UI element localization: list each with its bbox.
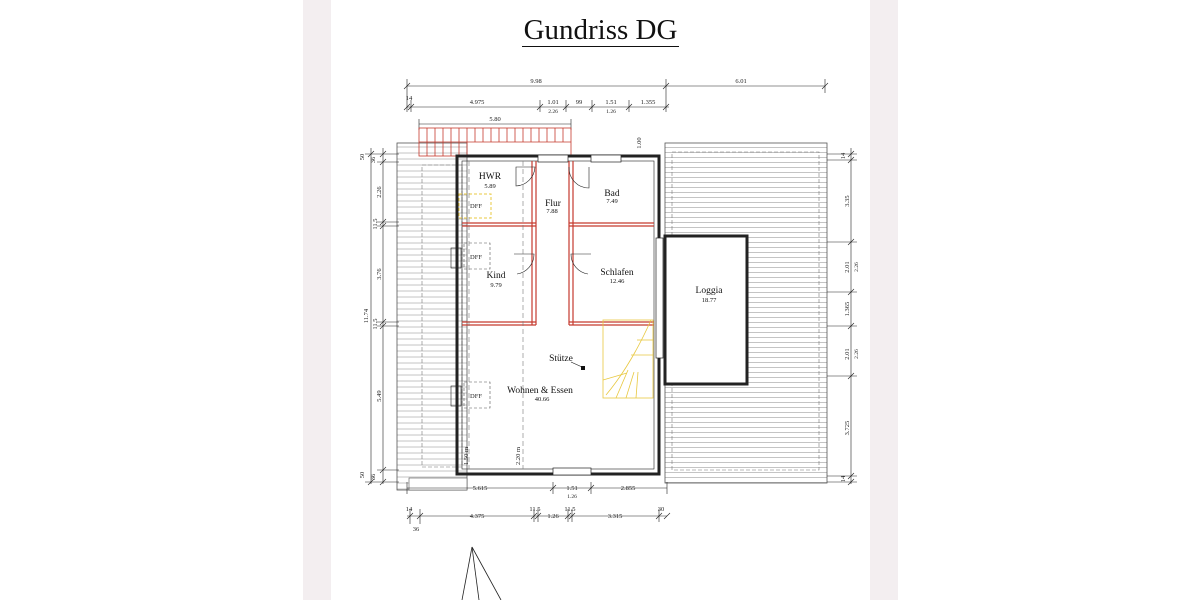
dim-left-e: 3.76 bbox=[376, 268, 383, 280]
dim-bottom-f: 1.26 bbox=[547, 513, 559, 520]
dim-bottom-c: 2.855 bbox=[621, 485, 636, 492]
spiral-stair bbox=[602, 319, 654, 399]
dim-top-d: 1.51 bbox=[605, 99, 616, 106]
floor-plan-drawing: 9.98 6.01 14 4.975 1.01 2.26 99 1.51 1.2… bbox=[359, 78, 860, 600]
interior-walls bbox=[462, 161, 654, 326]
room-schlafen-area: 12.46 bbox=[610, 278, 625, 285]
room-kind-area: 9.79 bbox=[490, 282, 501, 289]
column-leader bbox=[570, 361, 583, 368]
right-dimensions bbox=[827, 148, 857, 486]
dim-bottom-e: 11.5 bbox=[529, 506, 540, 513]
dim-top-a: 4.975 bbox=[470, 99, 485, 106]
column-label: Stütze bbox=[549, 354, 573, 364]
roof-left bbox=[396, 142, 468, 491]
dim-right-b: 3.35 bbox=[844, 195, 851, 206]
dim-top-e: 1.355 bbox=[641, 99, 656, 106]
dim-left-g: 11.74 bbox=[363, 308, 370, 323]
dim-left-j: 36 bbox=[370, 473, 377, 480]
dff-label-1: DFF bbox=[470, 203, 482, 210]
dim-top-stair: 5.80 bbox=[489, 116, 500, 123]
room-hwr-area: 5.89 bbox=[484, 183, 495, 190]
dim-right-a: 14 bbox=[840, 152, 847, 159]
window-flur-top bbox=[537, 154, 569, 163]
room-hwr-name: HWR bbox=[479, 172, 502, 182]
dim-right-g: 14 bbox=[840, 475, 847, 482]
dim-top-14: 14 bbox=[406, 95, 413, 102]
dim-left-i: 50 bbox=[359, 472, 366, 479]
left-dimensions bbox=[365, 148, 399, 486]
bottom-dimensions bbox=[406, 482, 671, 524]
room-bad-area: 7.49 bbox=[606, 198, 617, 205]
dff-window-wohnen bbox=[463, 381, 491, 409]
dim-top-total-right: 6.01 bbox=[735, 78, 746, 85]
loggia-wall bbox=[663, 234, 749, 386]
floor-plan-sheet: Gundriss DG bbox=[331, 0, 870, 600]
dim-left-b: 36 bbox=[370, 156, 377, 163]
dff-label-3: DFF bbox=[470, 393, 482, 400]
top-dimensions bbox=[403, 79, 829, 130]
dim-right-c: 2.01 bbox=[844, 261, 851, 272]
dormer-kind bbox=[450, 247, 462, 269]
dim-right-d: 1.365 bbox=[844, 302, 851, 317]
dim-bottom-b-sub: 1.26 bbox=[567, 494, 577, 500]
window-wohnen-bottom bbox=[552, 467, 592, 476]
dim-right-e: 2.01 bbox=[844, 348, 851, 359]
room-loggia-area: 18.77 bbox=[702, 297, 717, 304]
dim-left-a: 50 bbox=[359, 154, 366, 161]
north-arrow bbox=[461, 546, 502, 600]
door-swings bbox=[514, 166, 591, 275]
dff-window-hwr bbox=[458, 193, 492, 219]
dim-left-d: 11.5 bbox=[372, 218, 379, 229]
room-loggia-name: Loggia bbox=[696, 286, 724, 296]
dormer-wohnen bbox=[450, 385, 462, 407]
room-wohnen-name: Wohnen & Essen bbox=[507, 386, 573, 396]
dim-bottom-i: 30 bbox=[658, 506, 665, 513]
left-blank-area bbox=[0, 0, 303, 600]
plan-title-text: Gundriss DG bbox=[521, 14, 680, 47]
door-loggia bbox=[655, 237, 664, 359]
dim-left-f: 11.5 bbox=[372, 318, 379, 329]
dim-top-b-sub: 2.26 bbox=[548, 109, 558, 115]
dim-top-d-sub: 1.26 bbox=[606, 109, 616, 115]
left-page-margin bbox=[303, 0, 331, 600]
right-page-margin bbox=[870, 0, 898, 600]
room-schlafen-name: Schlafen bbox=[600, 267, 633, 278]
column-marker bbox=[581, 366, 585, 370]
dim-bottom-g: 11.5 bbox=[564, 506, 575, 513]
window-bad-top bbox=[590, 154, 622, 163]
room-wohnen-area: 40.66 bbox=[535, 396, 550, 403]
plan-title: Gundriss DG bbox=[331, 14, 870, 47]
dim-bottom-14: 14 bbox=[406, 506, 413, 513]
roof-left-gutter bbox=[408, 477, 468, 491]
dim-right-e-sub: 2.26 bbox=[854, 349, 860, 359]
dim-bottom-b: 1.51 bbox=[566, 485, 577, 492]
dim-top-b: 1.01 bbox=[547, 99, 558, 106]
dim-right-c-sub: 2.26 bbox=[854, 262, 860, 272]
dim-bottom-d: 4.375 bbox=[470, 513, 485, 520]
dim-bottom-h: 3.315 bbox=[608, 513, 623, 520]
dim-bottom-j: 36 bbox=[413, 526, 420, 533]
dff-window-kind bbox=[463, 242, 491, 270]
dim-left-h: 5.49 bbox=[376, 390, 383, 401]
room-flur-area: 7.88 bbox=[546, 208, 557, 215]
dim-left-c: 2.26 bbox=[376, 186, 383, 198]
dim-top-total-left: 9.98 bbox=[530, 78, 541, 85]
roof-left-inner bbox=[421, 164, 463, 468]
room-flur-name: Flur bbox=[545, 199, 562, 209]
dim-bottom-a: 5.615 bbox=[473, 485, 488, 492]
room-bad-name: Bad bbox=[604, 189, 620, 199]
dim-right-f: 3.725 bbox=[844, 421, 851, 436]
dim-top-c: 99 bbox=[576, 99, 583, 106]
dff-label-2: DFF bbox=[470, 254, 482, 261]
height-label-220: 2.20 m bbox=[515, 447, 522, 465]
room-kind-name: Kind bbox=[487, 271, 506, 281]
dim-top-h100: 1.00 bbox=[636, 137, 643, 148]
staircase bbox=[418, 127, 572, 157]
height-label-150: 1.50 m bbox=[463, 447, 470, 465]
